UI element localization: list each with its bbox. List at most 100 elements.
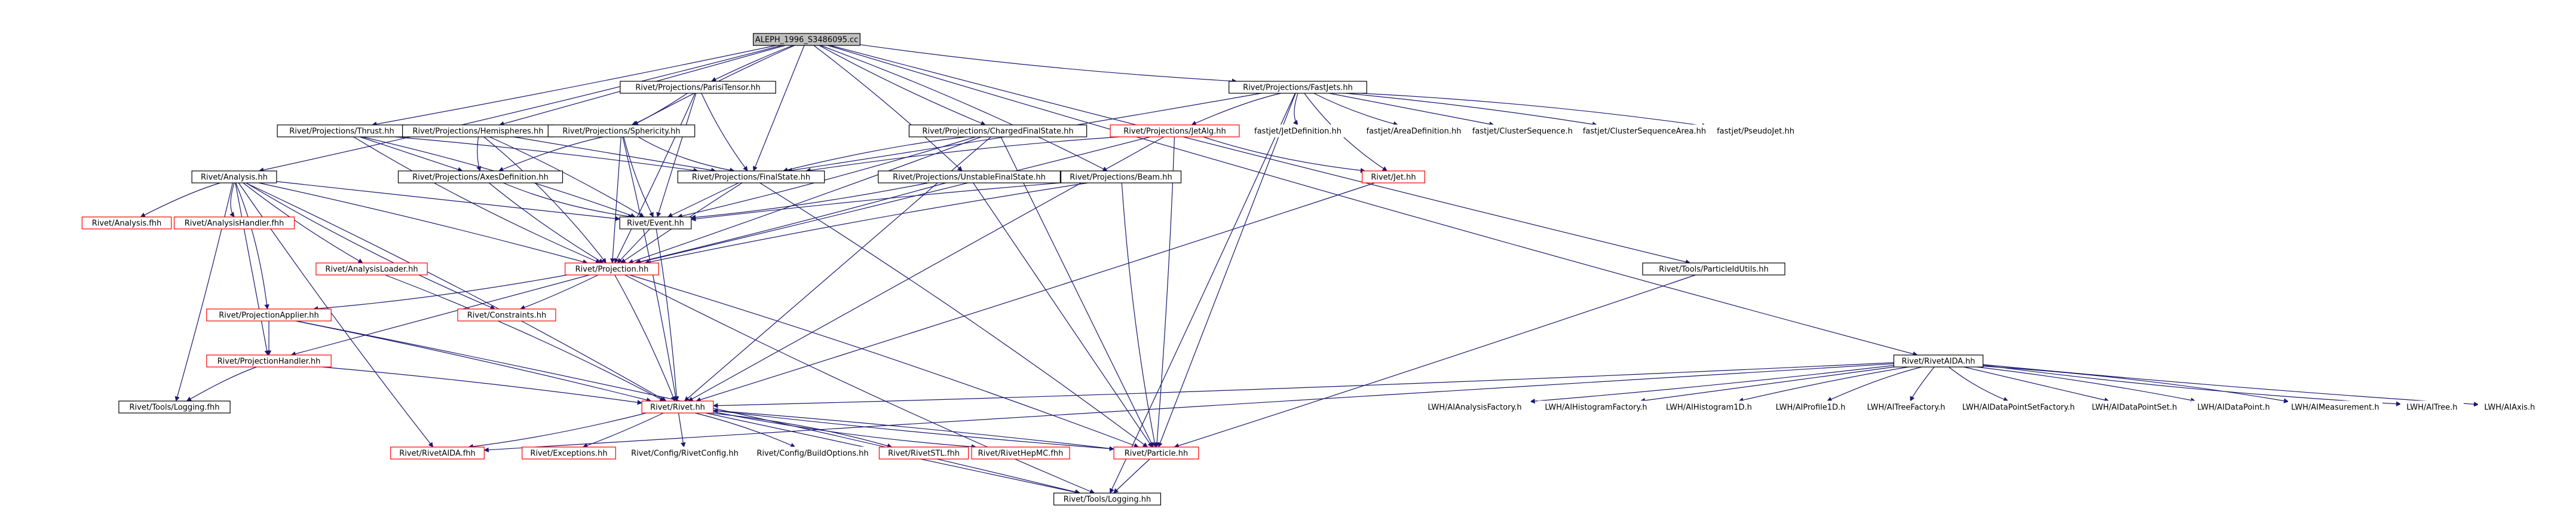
node-particleidutils[interactable]: Rivet/Tools/ParticleIdUtils.hh: [1642, 262, 1785, 276]
node-label: Rivet/Tools/Logging.fhh: [130, 403, 220, 412]
node-fastjets[interactable]: Rivet/Projections/FastJets.hh: [1229, 81, 1367, 94]
edge-rivetaida-to-lwh-tf: [1910, 366, 1935, 402]
node-box: [81, 216, 172, 230]
node-ratio[interactable]: Rivet/Projections/ParisiTensor.hh: [620, 81, 776, 94]
node-analysishandler-fhh[interactable]: Rivet/AnalysisHandler.fhh: [173, 216, 295, 230]
node-box: [1859, 400, 1953, 414]
node-jet[interactable]: Rivet/Jet.hh: [1362, 170, 1426, 183]
node-box: [2478, 400, 2542, 414]
node-event[interactable]: Rivet/Event.hh: [619, 216, 692, 230]
node-constraints[interactable]: Rivet/Constraints.hh: [457, 308, 556, 322]
node-label: Rivet/Particle.hh: [1125, 449, 1188, 458]
node-box: [1893, 354, 1984, 368]
node-label: ALEPH_1996_S3486095.cc: [755, 36, 859, 45]
node-lwh-af[interactable]: LWH/AIAnalysisFactory.h: [1419, 400, 1531, 414]
node-jetalg[interactable]: Rivet/Projections/JetAlg.hh: [1110, 124, 1240, 137]
edge-axesdef-to-event: [503, 182, 633, 219]
edges-layer: [140, 44, 2479, 495]
edge-event-to-projection: [617, 228, 650, 264]
edge-projapplier-to-rivet: [295, 320, 652, 403]
edge-fastjets-to-fj-clseqarea: [1345, 93, 1598, 127]
node-unstable[interactable]: Rivet/Projections/UnstableFinalState.hh: [878, 170, 1061, 183]
edge-projhandler-to-logging-fhh: [186, 366, 257, 402]
node-label: Rivet/Projections/UnstableFinalState.hh: [893, 173, 1046, 182]
node-lwh-dps[interactable]: LWH/AIDataPointSet.h: [2085, 400, 2184, 414]
node-analysis-fhh[interactable]: Rivet/Analysis.fhh: [81, 216, 172, 230]
node-label: LWH/AIDataPointSetFactory.h: [1962, 403, 2075, 412]
node-rivet[interactable]: Rivet/Rivet.hh: [641, 400, 714, 414]
edge-analysis-to-projhandler: [235, 182, 269, 356]
edge-spher-to-event: [623, 136, 654, 218]
node-fj-jetdef[interactable]: fastjet/JetDefinition.hh: [1239, 124, 1356, 137]
node-analysisloader[interactable]: Rivet/AnalysisLoader.hh: [316, 262, 428, 276]
node-box: [1706, 124, 1805, 137]
edge-analysis-to-constraints: [246, 182, 496, 310]
node-lwh-h1[interactable]: LWH/AIHistogram1D.h: [1662, 400, 1756, 414]
edge-particle-to-logging-hh: [1113, 458, 1150, 494]
node-lwh-dp[interactable]: LWH/AIDataPoint.h: [2191, 400, 2277, 414]
node-lwh-p1[interactable]: LWH/AIProfile1D.h: [1768, 400, 1854, 414]
node-analysis[interactable]: Rivet/Analysis.hh: [191, 170, 277, 183]
node-lwh-dpsf[interactable]: LWH/AIDataPointSetFactory.h: [1953, 400, 2084, 414]
edge-chfs-to-particle: [1000, 136, 1154, 448]
node-box: [641, 400, 714, 414]
node-label: Rivet/Projections/JetAlg.hh: [1123, 127, 1226, 136]
node-projhandler[interactable]: Rivet/ProjectionHandler.hh: [206, 354, 332, 368]
node-rivetstl[interactable]: Rivet/RivetSTL.fhh: [878, 446, 969, 460]
node-fj-clseqarea[interactable]: fastjet/ClusterSequenceArea.hh: [1573, 124, 1716, 137]
node-box: [1642, 262, 1785, 276]
edge-thrust-to-axesdef: [359, 136, 463, 172]
edge-thrust-to-projection: [353, 136, 601, 264]
node-box: [1419, 400, 1531, 414]
node-beam[interactable]: Rivet/Projections/Beam.hh: [1060, 170, 1182, 183]
node-label: Rivet/Projection.hh: [575, 265, 649, 274]
node-logging-hh[interactable]: Rivet/Tools/Logging.hh: [1053, 492, 1161, 506]
edge-fastjets-to-fj-pseudo: [1360, 93, 1707, 128]
edge-fastjets-to-fj-areadef: [1313, 93, 1399, 127]
node-lwh-tf[interactable]: LWH/AITreeFactory.h: [1859, 400, 1953, 414]
node-axesdef[interactable]: Rivet/Projections/AxesDefinition.hh: [397, 170, 563, 183]
node-fj-clseq[interactable]: fastjet/ClusterSequence.hh: [1462, 124, 1588, 137]
edge-projection-to-constraints: [520, 274, 599, 310]
edge-root-to-particleidutils: [830, 45, 1691, 265]
node-box: [390, 446, 485, 460]
node-label: LWH/AIHistogramFactory.h: [1545, 403, 1647, 412]
node-lwh-hf[interactable]: LWH/AIHistogramFactory.h: [1537, 400, 1655, 414]
node-box: [1662, 400, 1756, 414]
node-root[interactable]: ALEPH_1996_S3486095.cc: [752, 33, 860, 46]
node-projection[interactable]: Rivet/Projection.hh: [565, 262, 659, 276]
node-buildopts[interactable]: Rivet/Config/BuildOptions.hh: [745, 446, 880, 460]
node-label: Rivet/Projections/FinalState.hh: [692, 173, 810, 182]
node-lwh-axis[interactable]: LWH/AIAxis.h: [2478, 400, 2542, 414]
node-label: LWH/AIDataPointSet.h: [2092, 403, 2177, 412]
node-fj-pseudo[interactable]: fastjet/PseudoJet.hh: [1706, 124, 1805, 137]
node-label: Rivet/RivetHepMC.fhh: [978, 449, 1064, 458]
edge-unstable-to-event: [690, 182, 929, 220]
node-rivethepmc[interactable]: Rivet/RivetHepMC.fhh: [971, 446, 1070, 460]
node-logging-fhh[interactable]: Rivet/Tools/Logging.fhh: [118, 400, 231, 414]
node-config[interactable]: Rivet/Config/RivetConfig.hh: [620, 446, 750, 460]
node-box: [565, 262, 659, 276]
node-label: LWH/AIHistogram1D.h: [1666, 403, 1752, 412]
node-box: [1053, 492, 1161, 506]
node-spher[interactable]: Rivet/Projections/Sphericity.hh: [547, 124, 696, 137]
node-rivetaida[interactable]: Rivet/RivetAIDA.hh: [1893, 354, 1984, 368]
edge-finalstate-to-event: [667, 182, 739, 218]
node-lwh-tree[interactable]: LWH/AITree.h: [2400, 400, 2464, 414]
node-box: [620, 81, 776, 94]
edge-analysis-to-analysis-fhh: [140, 182, 220, 218]
node-hemis[interactable]: Rivet/Projections/Hemispheres.hh: [402, 124, 554, 137]
node-particle[interactable]: Rivet/Particle.hh: [1113, 446, 1199, 460]
node-finalstate[interactable]: Rivet/Projections/FinalState.hh: [677, 170, 825, 183]
node-exceptions[interactable]: Rivet/Exceptions.hh: [522, 446, 616, 460]
node-projapplier[interactable]: Rivet/ProjectionApplier.hh: [206, 308, 332, 322]
node-fj-areadef[interactable]: fastjet/AreaDefinition.hh: [1353, 124, 1475, 137]
node-rivetaida-fhh[interactable]: Rivet/RivetAIDA.fhh: [390, 446, 485, 460]
node-lwh-meas[interactable]: LWH/AIMeasurement.h: [2288, 400, 2382, 414]
node-chfs[interactable]: Rivet/Projections/ChargedFinalState.hh: [908, 124, 1088, 137]
edge-rivetaida-to-lwh-meas: [1983, 366, 2289, 403]
node-box: [1362, 170, 1426, 183]
node-box: [2085, 400, 2184, 414]
node-thrust[interactable]: Rivet/Projections/Thrust.hh: [277, 124, 407, 137]
node-label: Rivet/ProjectionHandler.hh: [218, 357, 321, 366]
